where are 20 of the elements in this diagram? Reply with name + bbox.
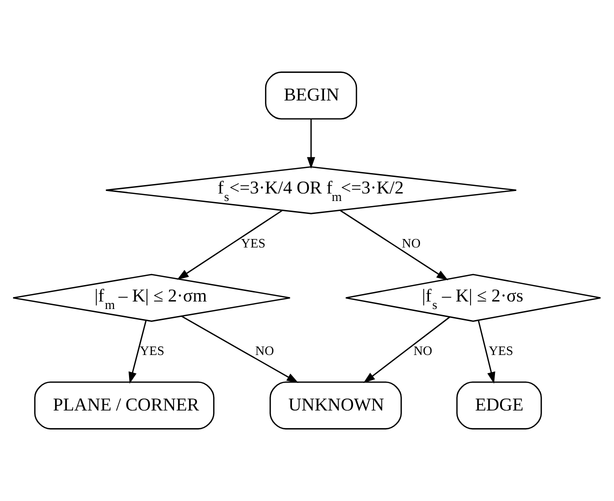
- edge-label: NO: [255, 342, 274, 358]
- node-diamond: |f$_{s}$ – K| ≤ 2·σs: [345, 274, 602, 322]
- arrow: [340, 210, 448, 280]
- node-box: PLANE / CORNER: [34, 381, 214, 430]
- node-box: EDGE: [456, 381, 542, 430]
- edge-label: YES: [488, 342, 514, 358]
- edge-label: YES: [241, 235, 266, 250]
- arrow: [181, 316, 298, 383]
- node-diamond: |f$_{m}$ – K| ≤ 2·σm: [12, 274, 291, 322]
- edge-label: YES: [140, 342, 164, 358]
- node-box: BEGIN: [265, 72, 358, 120]
- node-box: UNKNOWN: [270, 381, 402, 430]
- arrow: [177, 210, 283, 280]
- arrow: [128, 320, 147, 384]
- node-diamond: f$_{s}$<=3·K/4 OR f$_{m}$<=3·K/2: [105, 166, 517, 214]
- arrow: [478, 320, 496, 384]
- arrow: [306, 119, 316, 169]
- arrow: [363, 316, 450, 384]
- edge-label: NO: [414, 342, 432, 358]
- edge-label: NO: [402, 235, 421, 250]
